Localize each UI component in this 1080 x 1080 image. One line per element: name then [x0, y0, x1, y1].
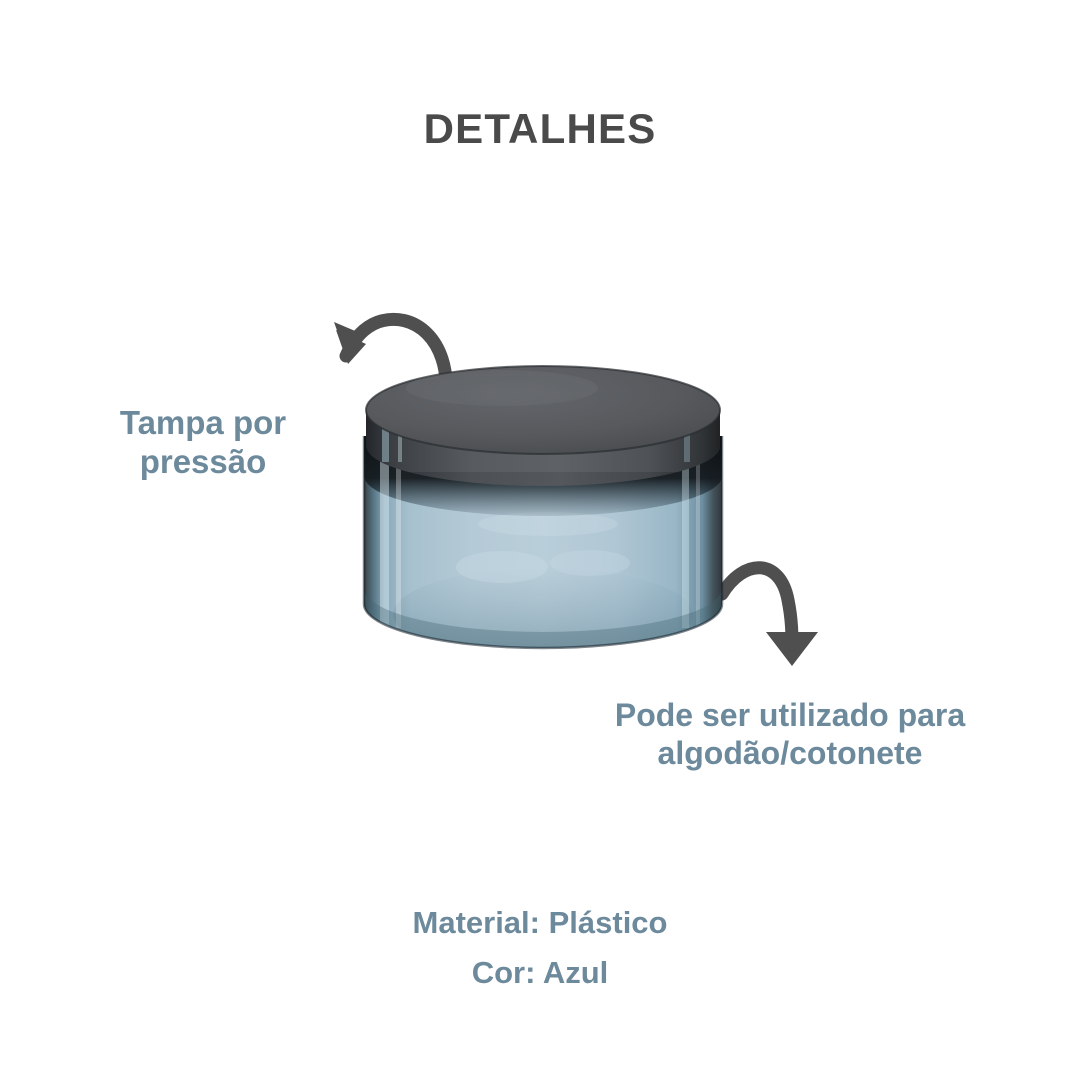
- callout-label-lid: Tampa por pressão: [119, 404, 287, 480]
- page-title: DETALHES: [423, 105, 657, 152]
- spec-material: Material: Plástico: [412, 905, 668, 940]
- callout-label-usage: Pode ser utilizado para algodão/cotonete: [614, 697, 966, 771]
- jar-lid-top: [365, 365, 721, 455]
- product-image: [352, 352, 734, 670]
- spec-block: Material: Plástico Cor: Azul: [0, 898, 1080, 998]
- curved-arrow-down-icon: [715, 561, 818, 666]
- curved-arrow-down-left-icon: [334, 312, 453, 403]
- spec-color: Cor: Azul: [471, 955, 609, 991]
